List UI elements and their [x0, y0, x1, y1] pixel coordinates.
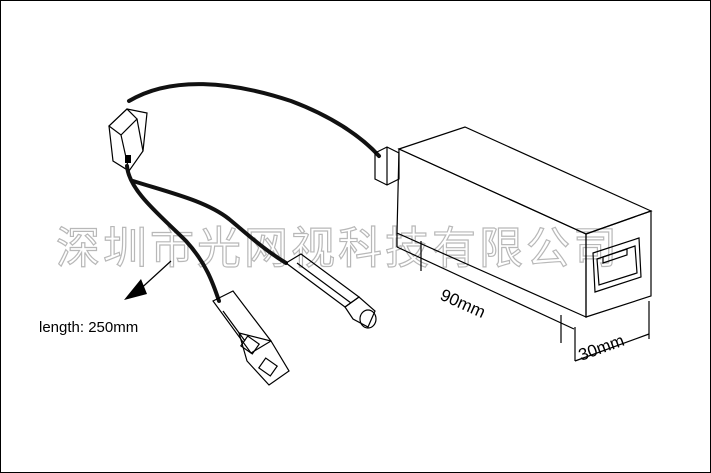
ethernet-port-icon: [592, 237, 642, 293]
pointer-arrow-icon: [124, 260, 172, 300]
data-connector-plug: [212, 290, 290, 386]
watermark-text: 深圳市光网视科技有限公司: [56, 223, 620, 274]
splitter-box: [374, 126, 653, 330]
dimension-lines: [420, 241, 650, 362]
branch-cable-right: [131, 179, 288, 265]
y-split-connector: [108, 108, 148, 172]
length-label: length: 250mm: [39, 319, 138, 336]
dc-power-plug: [284, 253, 377, 329]
depth-dimension-label: 30mm: [576, 331, 627, 365]
branch-cable-left: [125, 164, 221, 303]
width-dimension-label: 90mm: [437, 285, 488, 322]
main-cable: [127, 82, 381, 158]
